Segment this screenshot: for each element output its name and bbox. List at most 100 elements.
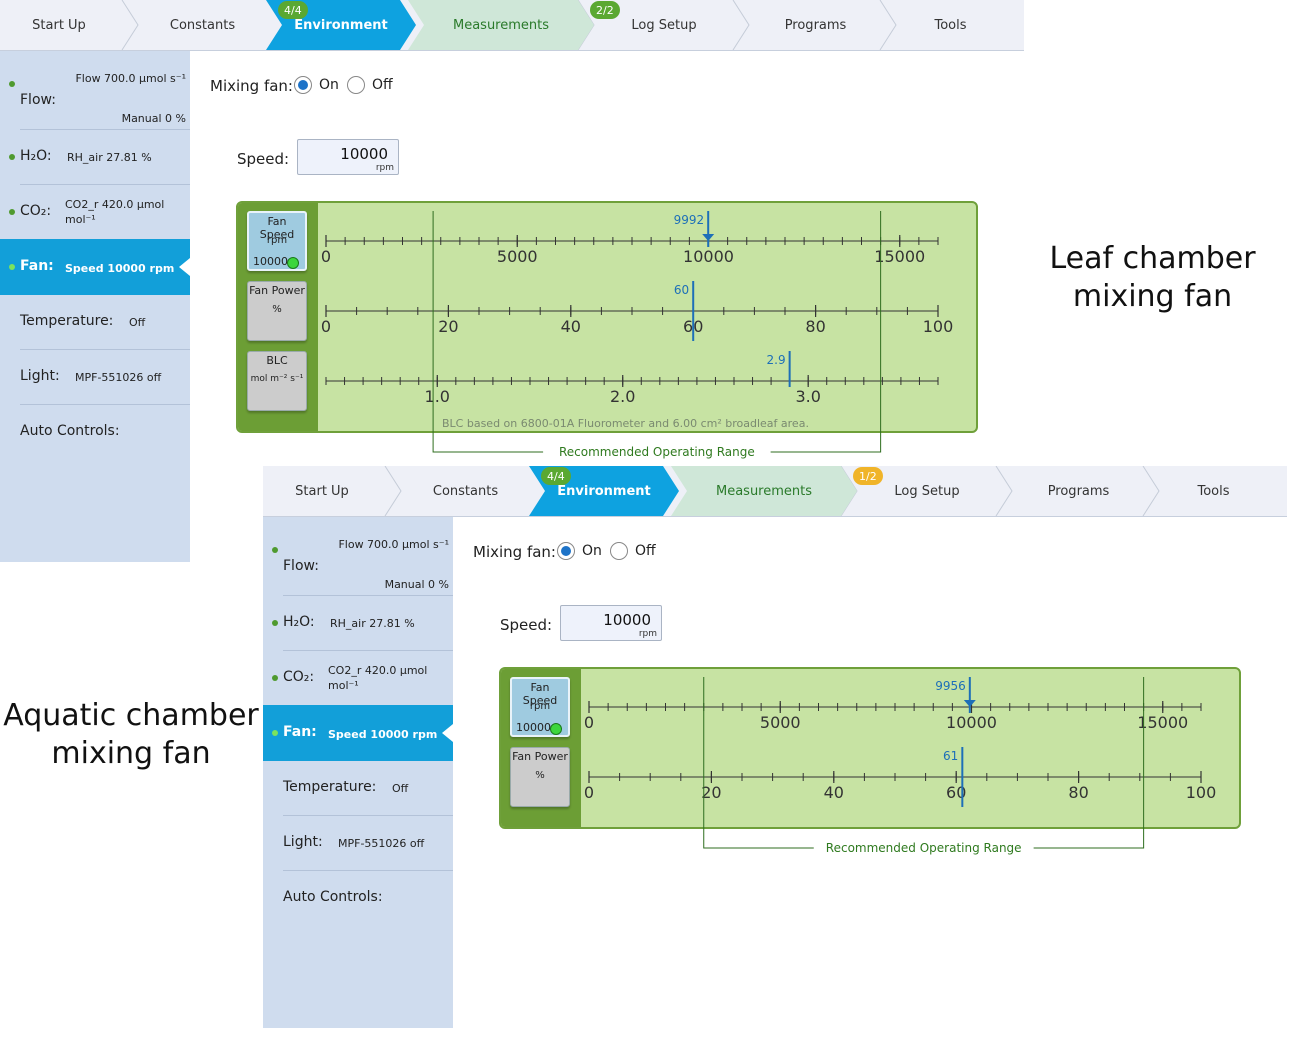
scale-tick-label: 5000 xyxy=(497,247,538,266)
environment-badge: 4/4 xyxy=(541,467,571,485)
tab-programs[interactable]: Programs xyxy=(1047,483,1110,499)
value-marker-arrow xyxy=(702,234,715,241)
tab-measurements[interactable]: Measurements xyxy=(671,466,857,516)
tab-start-up[interactable]: Start Up xyxy=(295,483,349,499)
tab-programs[interactable]: Programs xyxy=(784,17,847,33)
leaf-caption: Leaf chamber mixing fan xyxy=(1049,241,1256,314)
status-led-icon xyxy=(550,723,562,735)
scale-tick-label: 0 xyxy=(584,713,594,732)
status-dot xyxy=(9,264,15,270)
tab-bar: Start Up Constants Environment 4/4 Measu… xyxy=(0,0,1024,51)
range-bracket-left xyxy=(432,211,544,453)
recommended-range-label: Recommended Operating Range xyxy=(826,841,1022,855)
sidebar-item-h2o[interactable]: H₂O: RH_air 27.81 % xyxy=(263,596,453,650)
fan-gauge-panel: Fan Speed rpm 10000 Fan Power % BLC mol … xyxy=(236,201,978,433)
value-marker-arrow xyxy=(963,700,976,707)
tab-bar: Start Up Constants Environment 4/4 Measu… xyxy=(263,466,1287,517)
scale-tick-label: 5000 xyxy=(760,713,801,732)
range-bracket-right xyxy=(770,211,882,453)
fan-power-button[interactable]: Fan Power % xyxy=(510,747,570,807)
sidebar-item-fan[interactable]: Fan: Speed 10000 rpm xyxy=(0,239,190,295)
log-setup-badge: 2/2 xyxy=(590,1,620,19)
sidebar: Flow 700.0 µmol s⁻¹ Flow: Manual 0 % H₂O… xyxy=(263,517,453,1028)
sidebar-item-flow[interactable]: Flow 700.0 µmol s⁻¹ Flow: Manual 0 % xyxy=(0,51,190,129)
active-indicator xyxy=(442,724,453,742)
status-dot xyxy=(272,547,278,553)
scale-tick-label: 60 xyxy=(946,783,966,802)
tab-log-setup[interactable]: Log Setup xyxy=(631,17,697,33)
tab-log-setup[interactable]: Log Setup xyxy=(894,483,960,499)
fan-gauge-panel: Fan Speed rpm 10000 Fan Power % xyxy=(499,667,1241,829)
speed-input[interactable]: 10000 rpm xyxy=(560,605,662,641)
scale-tick-label: 15000 xyxy=(1137,713,1188,732)
separator xyxy=(20,349,190,350)
sidebar-item-co2[interactable]: CO₂: CO2_r 420.0 µmol mol⁻¹ xyxy=(263,651,453,705)
sidebar-item-auto-controls[interactable]: Auto Controls: xyxy=(283,889,383,905)
on-label: On xyxy=(582,543,602,559)
speed-input[interactable]: 10000 rpm xyxy=(297,139,399,175)
mixing-fan-off-radio[interactable] xyxy=(347,76,365,94)
scale-tick-label: 3.0 xyxy=(795,387,820,406)
sidebar-item-light[interactable]: Light: MPF-551026 off xyxy=(283,834,425,850)
tab-start-up[interactable]: Start Up xyxy=(32,17,86,33)
sidebar-item-flow[interactable]: Flow 700.0 µmol s⁻¹ Flow: Manual 0 % xyxy=(263,517,453,595)
off-label: Off xyxy=(635,543,656,559)
scale-tick-label: 80 xyxy=(805,317,825,336)
sidebar-item-light[interactable]: Light: MPF-551026 off xyxy=(20,368,162,384)
sidebar-item-temperature[interactable]: Temperature: Off xyxy=(20,313,146,329)
speed-label: Speed: xyxy=(500,616,553,634)
fan-speed-button[interactable]: Fan Speed rpm 10000 xyxy=(510,677,570,737)
tab-shape xyxy=(408,0,594,50)
value-marker-label: 9956 xyxy=(935,679,966,693)
separator xyxy=(283,595,453,596)
sidebar-item-co2[interactable]: CO₂: CO2_r 420.0 µmol mol⁻¹ xyxy=(0,185,190,239)
scale-tick-label: 0 xyxy=(584,783,594,802)
value-marker-label: 2.9 xyxy=(767,353,786,367)
tab-tools[interactable]: Tools xyxy=(1197,483,1230,499)
separator xyxy=(283,870,453,871)
range-bracket-left xyxy=(703,677,814,849)
value-marker-label: 9992 xyxy=(674,213,705,227)
blc-note: BLC based on 6800-01A Fluorometer and 6.… xyxy=(442,417,809,430)
separator xyxy=(283,815,453,816)
tab-constants[interactable]: Constants xyxy=(169,17,236,33)
off-label: Off xyxy=(372,77,393,93)
separator xyxy=(20,184,190,185)
sidebar-item-temperature[interactable]: Temperature: Off xyxy=(283,779,409,795)
status-dot xyxy=(9,209,15,215)
scale-tick-label: 10000 xyxy=(683,247,734,266)
aquatic-chamber-screen: Start Up Constants Environment 4/4 Measu… xyxy=(263,466,1287,1028)
mixing-fan-off-radio[interactable] xyxy=(610,542,628,560)
scale-tick-label: 100 xyxy=(1186,783,1217,802)
separator xyxy=(283,650,453,651)
sidebar-item-h2o[interactable]: H₂O: RH_air 27.81 % xyxy=(0,130,190,184)
environment-badge: 4/4 xyxy=(278,1,308,19)
value-marker-label: 61 xyxy=(943,749,958,763)
tab-constants[interactable]: Constants xyxy=(432,483,499,499)
status-dot xyxy=(272,730,278,736)
fan-power-button[interactable]: Fan Power % xyxy=(247,281,307,341)
leaf-chamber-screen: Start Up Constants Environment 4/4 Measu… xyxy=(0,0,1024,562)
range-bracket-right xyxy=(1033,677,1145,849)
value-marker-label: 60 xyxy=(674,283,689,297)
scale-tick-label: 40 xyxy=(824,783,844,802)
active-indicator xyxy=(179,258,190,276)
scale-tick-label: 0 xyxy=(321,247,331,266)
sidebar-item-fan[interactable]: Fan: Speed 10000 rpm xyxy=(263,705,453,761)
mixing-fan-on-radio[interactable] xyxy=(557,542,575,560)
tab-tools[interactable]: Tools xyxy=(934,17,967,33)
separator xyxy=(20,404,190,405)
blc-button[interactable]: BLC mol m⁻² s⁻¹ xyxy=(247,351,307,411)
mixing-fan-on-radio[interactable] xyxy=(294,76,312,94)
scale-tick-label: 20 xyxy=(438,317,458,336)
log-setup-badge: 1/2 xyxy=(853,467,883,485)
tab-shape xyxy=(671,466,857,516)
scale-tick-label: 80 xyxy=(1068,783,1088,802)
status-dot xyxy=(9,154,15,160)
status-dot xyxy=(272,675,278,681)
tab-measurements[interactable]: Measurements xyxy=(408,0,594,50)
sidebar-item-auto-controls[interactable]: Auto Controls: xyxy=(20,423,120,439)
fan-speed-button[interactable]: Fan Speed rpm 10000 xyxy=(247,211,307,271)
